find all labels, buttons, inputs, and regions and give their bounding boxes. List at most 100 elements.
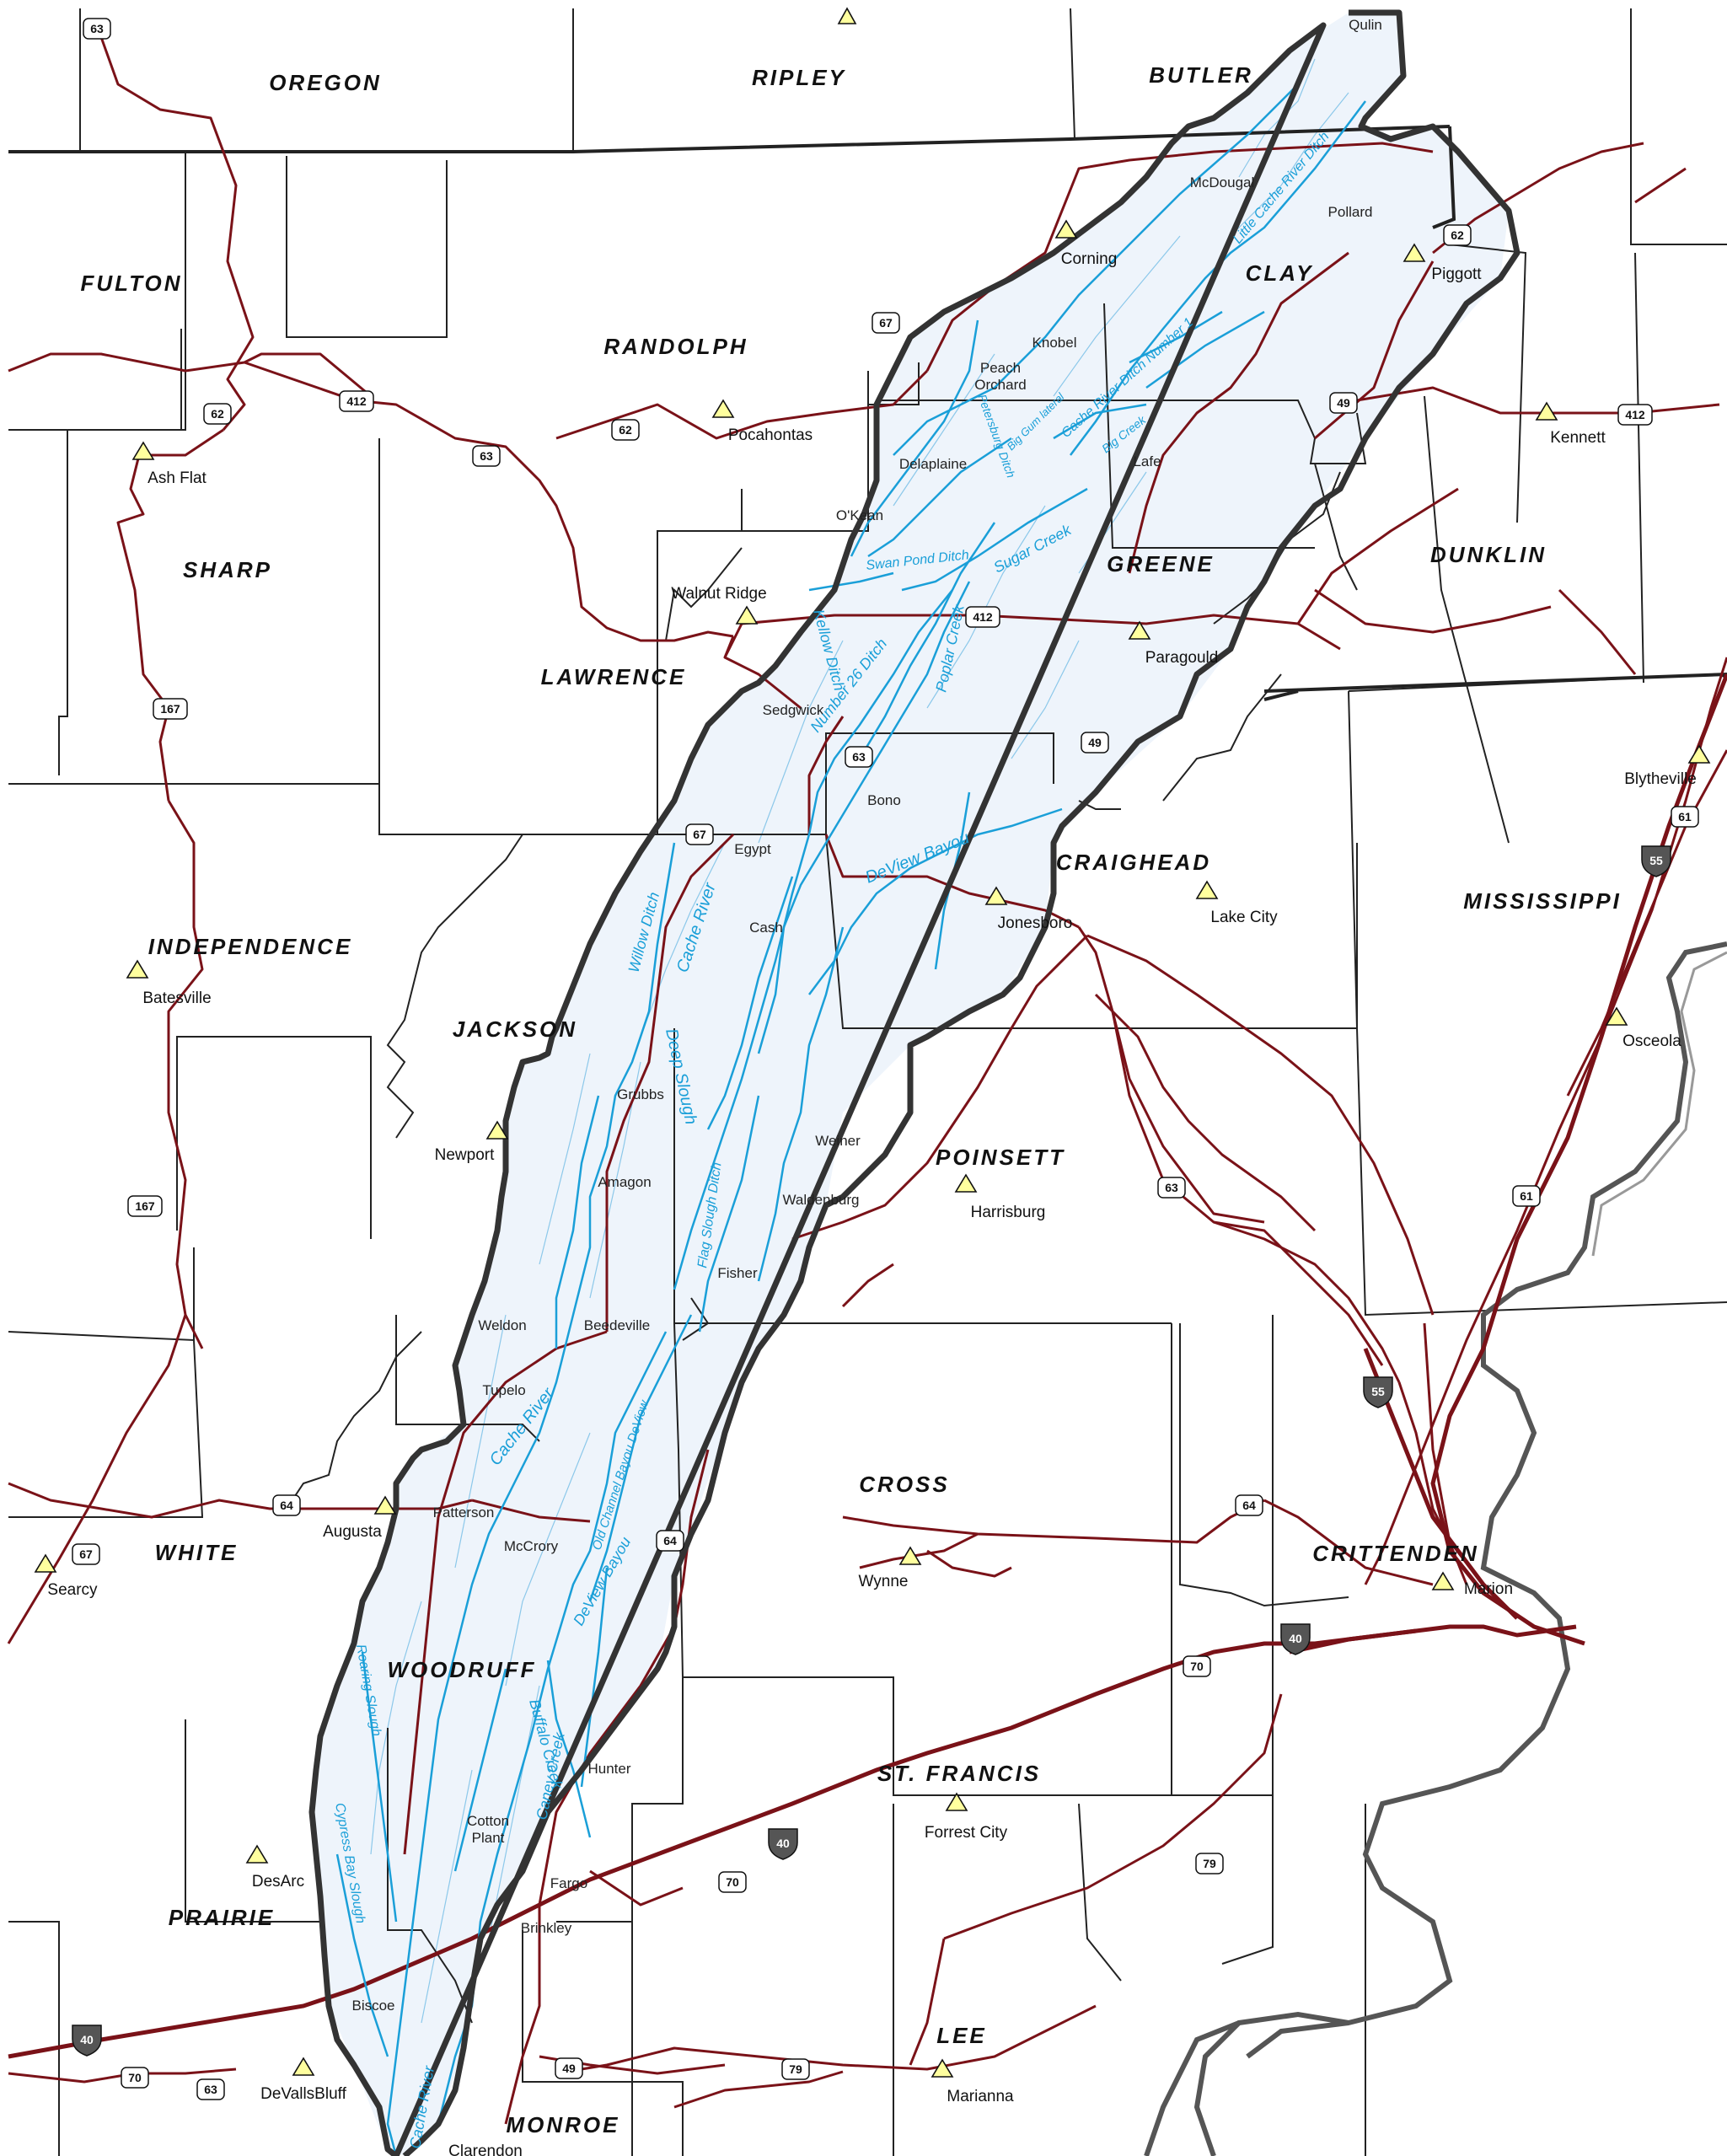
svg-text:Peach: Peach [980,360,1021,376]
svg-text:FULTON: FULTON [80,271,182,296]
svg-text:MISSISSIPPI: MISSISSIPPI [1463,888,1622,914]
svg-text:DesArc: DesArc [252,1873,304,1891]
svg-text:63: 63 [852,750,866,764]
svg-text:Delaplaine: Delaplaine [899,456,967,472]
svg-text:63: 63 [204,2083,217,2096]
svg-text:412: 412 [1625,408,1645,421]
svg-text:RANDOLPH: RANDOLPH [603,334,748,359]
state-boundary [8,125,1727,701]
svg-text:167: 167 [160,702,180,716]
svg-text:Hunter: Hunter [587,1761,630,1777]
svg-text:Waldenburg: Waldenburg [782,1192,859,1208]
us-highway-shields: 63 67 62 412 62 63 62 67 49 412 167 412 … [72,18,1699,2100]
svg-text:Corning: Corning [1061,250,1118,268]
svg-text:McDougal: McDougal [1190,174,1255,190]
svg-text:Walnut Ridge: Walnut Ridge [671,585,766,603]
svg-text:Batesville: Batesville [142,990,211,1007]
svg-text:Augusta: Augusta [323,1523,382,1541]
drainage-streams [335,83,1366,2156]
svg-text:Marianna: Marianna [947,2088,1014,2105]
svg-text:Clarendon: Clarendon [448,2143,523,2156]
svg-text:79: 79 [789,2062,802,2076]
svg-text:Beedeville: Beedeville [584,1317,650,1333]
svg-text:167: 167 [135,1199,155,1213]
svg-text:Egypt: Egypt [734,841,771,857]
svg-text:CRAIGHEAD: CRAIGHEAD [1056,850,1211,875]
svg-text:ST. FRANCIS: ST. FRANCIS [877,1761,1041,1786]
svg-text:63: 63 [480,449,493,463]
svg-text:GREENE: GREENE [1107,551,1215,577]
svg-text:Kennett: Kennett [1550,429,1606,447]
svg-text:Fisher: Fisher [717,1265,758,1281]
svg-text:64: 64 [1242,1499,1256,1512]
svg-text:Paragould: Paragould [1145,649,1219,667]
mississippi-river [1144,941,1727,2156]
svg-text:Qulin: Qulin [1349,17,1382,33]
svg-text:Brinkley: Brinkley [521,1920,572,1936]
county-labels: OREGON RIPLEY BUTLER FULTON RANDOLPH CLA… [80,62,1622,2137]
svg-text:64: 64 [280,1499,293,1512]
svg-text:67: 67 [79,1547,93,1561]
svg-text:Pocahontas: Pocahontas [728,426,813,444]
svg-text:64: 64 [663,1534,677,1547]
svg-text:62: 62 [1451,228,1464,242]
svg-text:63: 63 [90,22,104,35]
svg-text:Jonesboro: Jonesboro [998,914,1073,932]
county-seat-markers [34,7,1711,2078]
svg-text:Weiner: Weiner [815,1133,861,1149]
svg-text:70: 70 [726,1875,739,1889]
svg-text:BUTLER: BUTLER [1149,62,1252,88]
svg-text:INDEPENDENCE: INDEPENDENCE [148,934,353,959]
major-town-labels: Corning Piggott Pocahontas Ash Flat Kenn… [47,250,1696,2105]
svg-text:OREGON: OREGON [269,70,382,95]
svg-text:Tupelo: Tupelo [482,1382,525,1398]
svg-text:CLAY: CLAY [1246,260,1314,286]
svg-text:Lake City: Lake City [1210,909,1278,926]
svg-text:412: 412 [973,610,993,624]
svg-text:Lafe: Lafe [1133,453,1161,469]
svg-text:63: 63 [1165,1181,1178,1194]
interstates [8,673,1727,2059]
svg-text:SHARP: SHARP [183,557,272,582]
svg-text:Sedgwick: Sedgwick [763,702,824,718]
svg-text:70: 70 [128,2071,142,2084]
svg-text:79: 79 [1203,1857,1216,1870]
svg-text:Amagon: Amagon [598,1174,651,1190]
svg-text:PRAIRIE: PRAIRIE [169,1905,275,1930]
svg-text:LEE: LEE [936,2023,987,2048]
svg-text:McCrory: McCrory [504,1538,559,1554]
svg-text:Cotton: Cotton [467,1813,509,1829]
svg-text:Osceola: Osceola [1622,1032,1681,1050]
svg-text:Newport: Newport [435,1146,495,1164]
svg-text:Grubbs: Grubbs [617,1086,664,1102]
svg-text:61: 61 [1520,1189,1533,1203]
svg-text:Bono: Bono [867,792,901,808]
svg-text:Harrisburg: Harrisburg [971,1204,1046,1221]
svg-text:40: 40 [80,2033,94,2046]
svg-text:POINSETT: POINSETT [936,1145,1065,1170]
svg-text:412: 412 [346,394,367,408]
svg-text:Biscoe: Biscoe [351,1998,394,2014]
svg-text:Forrest City: Forrest City [925,1824,1008,1842]
svg-text:Patterson: Patterson [433,1504,495,1520]
svg-text:Fargo: Fargo [550,1875,587,1891]
svg-text:WHITE: WHITE [155,1540,239,1565]
svg-text:67: 67 [879,316,893,330]
svg-text:Cash: Cash [749,920,783,936]
interstate-shields: 55 55 40 40 40 [72,845,1671,2057]
svg-text:40: 40 [776,1837,790,1850]
svg-text:70: 70 [1190,1660,1204,1673]
svg-text:Piggott: Piggott [1431,265,1482,283]
svg-text:67: 67 [693,828,706,841]
svg-text:Wynne: Wynne [859,1573,909,1590]
svg-text:49: 49 [1337,396,1350,410]
county-boundaries [8,8,1727,2156]
svg-text:Blytheville: Blytheville [1624,770,1697,788]
svg-text:JACKSON: JACKSON [453,1016,577,1042]
svg-text:DeVallsBluff: DeVallsBluff [260,2085,346,2103]
svg-text:CROSS: CROSS [859,1472,949,1497]
svg-text:RIPLEY: RIPLEY [752,65,846,90]
svg-text:55: 55 [1649,854,1663,867]
svg-text:61: 61 [1678,810,1692,823]
